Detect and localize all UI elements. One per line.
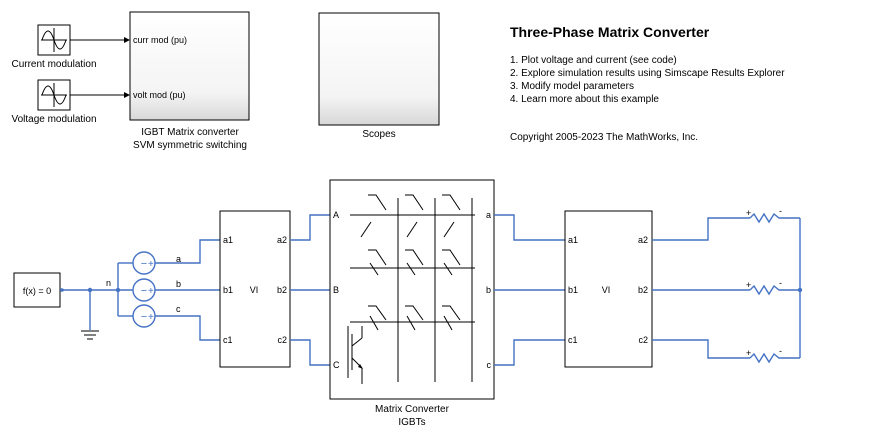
port-b2: b2	[277, 285, 287, 295]
link-plot-voltage-current[interactable]: 1. Plot voltage and current (see code)	[510, 55, 677, 66]
port-c: c	[487, 360, 492, 370]
phase-label-c: c	[176, 304, 181, 314]
current-modulation-block[interactable]	[37, 24, 71, 56]
wire	[494, 214, 565, 366]
port-c2: c2	[638, 335, 648, 345]
svg-text:+: +	[148, 312, 154, 323]
igbt-controller-subsystem[interactable]: curr mod (pu) volt mod (pu)	[129, 11, 250, 121]
port-a1: a1	[568, 235, 578, 245]
port-b1: b1	[568, 285, 578, 295]
voltage-modulation-block[interactable]	[37, 79, 71, 111]
scopes-subsystem[interactable]	[318, 12, 440, 126]
copyright-text: Copyright 2005-2023 The MathWorks, Inc.	[510, 132, 698, 143]
wire	[290, 214, 330, 366]
ac-voltage-source-c[interactable]: − +	[132, 304, 156, 328]
link-modify-parameters[interactable]: 3. Modify model parameters	[510, 81, 634, 92]
svg-text:+: +	[148, 259, 154, 270]
wire	[652, 217, 750, 359]
minus-terminal: -	[779, 346, 782, 356]
port-A: A	[333, 210, 339, 220]
resistor-load-b[interactable]: + -	[746, 278, 800, 296]
electrical-ground-icon	[81, 330, 99, 340]
link-explore-results[interactable]: 2. Explore simulation results using Sims…	[510, 68, 785, 79]
port-a: a	[486, 210, 491, 220]
svg-text:−: −	[141, 311, 147, 323]
phase-label-b: b	[176, 279, 181, 289]
plus-terminal: +	[746, 208, 751, 218]
port-B: B	[333, 285, 339, 295]
minus-terminal: -	[779, 206, 782, 216]
plus-terminal: +	[746, 348, 751, 358]
svg-text:−: −	[141, 285, 147, 297]
port-b2: b2	[638, 285, 648, 295]
switch-matrix-icon	[347, 194, 475, 384]
vi-label: VI	[250, 285, 259, 295]
ac-voltage-source-b[interactable]: − +	[132, 278, 156, 302]
plus-terminal: +	[746, 280, 751, 290]
port-a2: a2	[277, 235, 287, 245]
resistor-load-a[interactable]: + -	[746, 206, 800, 224]
ac-voltage-source-a[interactable]: − +	[132, 251, 156, 275]
current-modulation-label: Current modulation	[11, 59, 96, 70]
port-a2: a2	[638, 235, 648, 245]
input-port-volt-mod: volt mod (pu)	[133, 90, 186, 100]
resistor-load-c[interactable]: + -	[746, 346, 800, 364]
wire	[60, 287, 133, 330]
vi-label: VI	[602, 285, 611, 295]
svg-text:−: −	[141, 258, 147, 270]
port-c1: c1	[568, 335, 578, 345]
input-port-curr-mod: curr mod (pu)	[133, 35, 187, 45]
vi-measurement-block-2[interactable]: a1 b1 c1 VI a2 b2 c2	[564, 210, 653, 368]
port-b1: b1	[223, 285, 233, 295]
port-c1: c1	[223, 335, 233, 345]
solver-label: f(x) = 0	[23, 286, 51, 296]
signal-line	[70, 37, 130, 98]
minus-terminal: -	[779, 278, 782, 288]
phase-label-a: a	[176, 254, 181, 264]
port-b: b	[486, 285, 491, 295]
node-n-label: n	[106, 278, 111, 288]
solver-configuration-block[interactable]: f(x) = 0	[13, 272, 61, 308]
igbt-controller-label-2: SVM symmetric switching	[133, 140, 247, 151]
voltage-modulation-label: Voltage modulation	[11, 114, 96, 125]
matrix-converter-label-1: Matrix Converter	[375, 404, 450, 415]
wire	[155, 239, 220, 341]
svg-text:+: +	[148, 286, 154, 297]
port-C: C	[333, 360, 340, 370]
scopes-label: Scopes	[362, 129, 395, 140]
port-a1: a1	[223, 235, 233, 245]
wire	[115, 262, 133, 317]
wire	[797, 218, 803, 358]
matrix-converter-block[interactable]: A B C a b c	[329, 179, 495, 400]
port-c2: c2	[277, 335, 287, 345]
model-title: Three-Phase Matrix Converter	[510, 24, 710, 40]
link-learn-more[interactable]: 4. Learn more about this example	[510, 94, 659, 105]
vi-measurement-block-1[interactable]: a1 b1 c1 VI a2 b2 c2	[219, 210, 291, 368]
igbt-controller-label-1: IGBT Matrix converter	[141, 127, 239, 138]
matrix-converter-label-2: IGBTs	[398, 417, 425, 428]
